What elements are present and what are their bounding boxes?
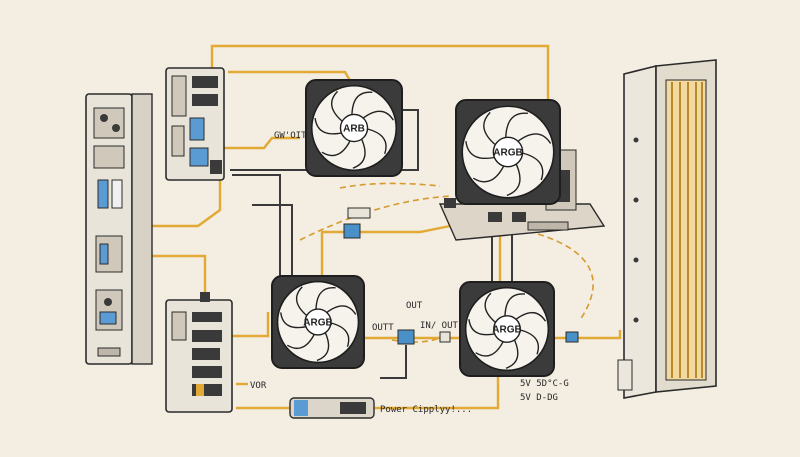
fan-top-right-hub: [492, 136, 524, 168]
io-usb-port-1: [97, 179, 109, 209]
label-out-left: OUTT: [372, 323, 394, 333]
wire-junction-top: [320, 230, 352, 278]
wire-hub-to-fan-top-right: [210, 44, 550, 100]
connector-right: [565, 331, 579, 343]
label-gw-out: GW'OIT: [274, 131, 307, 141]
connector-in-out: [439, 331, 451, 343]
label-volt-1: 5V 5D°C-G: [520, 379, 569, 389]
wire-psu-to-fan: [372, 370, 500, 410]
label-in-out: IN/ OUT: [420, 321, 459, 331]
radiator-screw-4: [633, 317, 639, 323]
io-usb-port-2: [111, 179, 123, 209]
wire-hub-to-fan-bottom-left: [232, 174, 281, 280]
io-port-slot: [97, 347, 121, 357]
wire-panel-to-lower-hub: [130, 254, 207, 298]
io-panel: [85, 93, 153, 365]
radiator-screw-2: [633, 197, 639, 203]
io-port-round-3: [104, 298, 112, 306]
hub-top-port-2: [192, 94, 218, 106]
io-panel-side: [131, 93, 153, 365]
hub-top-port-3: [210, 160, 222, 174]
wire-gw-out: [218, 136, 300, 150]
connectors: [289, 207, 579, 419]
wire-lower-hub-to-psu: [230, 312, 270, 338]
fan-bottom-left-hub: [304, 308, 332, 336]
label-power-supply: Power Cipplyy!...: [380, 405, 472, 415]
fans: ARB ARGB ARGB ARGB: [271, 79, 561, 377]
hub-top-slot-1: [171, 75, 187, 117]
fan-top-right: ARGB: [455, 99, 561, 205]
io-usb-port-3: [99, 243, 109, 265]
wire-dashed-3: [537, 233, 594, 321]
fan-bottom-left-label: ARGB: [303, 318, 332, 329]
io-usb-port-4: [99, 311, 117, 325]
wire-right-connector: [552, 330, 622, 340]
wire-dashed-1: [339, 182, 441, 189]
radiator-frame: [623, 64, 657, 399]
hub-bottom-port-4: [192, 366, 222, 378]
wire-dashed-2: [299, 195, 453, 241]
labels: GW'OIT OUT OUTT IN/ OUT VOR 5V 5D°C-G 5V…: [250, 131, 569, 415]
connector-splitter-top: [347, 207, 371, 219]
wire-mid-to-fan-bottom-left: [252, 204, 293, 300]
motherboard-header-1: [444, 198, 456, 208]
fan-top-center-hub: [339, 113, 369, 143]
io-port-block-2: [93, 145, 125, 169]
io-port-block-1: [93, 107, 125, 139]
hub-top-slot-2: [171, 125, 185, 157]
fan-top-center-label: ARB: [343, 124, 365, 135]
motherboard-header-2: [488, 212, 502, 222]
hub-bottom-port-1: [192, 312, 222, 322]
power-supply-plug-blue: [294, 400, 308, 416]
radiator-fins: [671, 82, 703, 378]
fan-top-center: ARB: [305, 79, 403, 177]
wire-hub-to-panel: [132, 180, 222, 228]
label-volt-2: 5V D-DG: [520, 393, 558, 403]
motherboard-slot: [527, 221, 569, 231]
hub-bottom-plug-top: [200, 292, 210, 302]
hub-top-port-blue-2: [189, 147, 209, 167]
radiator-screw-1: [633, 137, 639, 143]
motherboard-header-3: [512, 212, 526, 222]
label-out-top: OUT: [406, 301, 423, 311]
fan-bottom-right-label: ARGB: [492, 325, 521, 336]
connector-junction-top: [343, 223, 361, 239]
fan-top-right-label: ARGB: [493, 148, 522, 159]
hub-top-port-blue: [189, 117, 205, 141]
fan-bottom-left: ARGB: [271, 275, 365, 369]
fan-bottom-right: ARGB: [459, 281, 555, 377]
fan-hub-bottom: [165, 292, 233, 413]
wire-junction-to-motherboard: [360, 222, 461, 234]
hub-bottom-slot-1: [171, 311, 187, 341]
radiator: [617, 59, 717, 399]
hub-bottom-port-2: [192, 330, 222, 342]
hub-bottom-port-yellow: [196, 384, 204, 396]
connector-junction-bottom: [397, 329, 415, 345]
io-port-round-2: [112, 124, 120, 132]
radiator-foot: [617, 359, 633, 391]
radiator-screw-3: [633, 257, 639, 263]
fan-hub-top: [165, 67, 225, 181]
wire-junction-down: [380, 345, 407, 379]
fan-bottom-right-hub: [493, 315, 521, 343]
label-vor: VOR: [250, 381, 267, 391]
hub-top-port-1: [192, 76, 218, 88]
io-port-round-1: [100, 114, 108, 122]
hub-bottom-port-3: [192, 348, 220, 360]
power-supply-plug-dark: [340, 402, 366, 414]
